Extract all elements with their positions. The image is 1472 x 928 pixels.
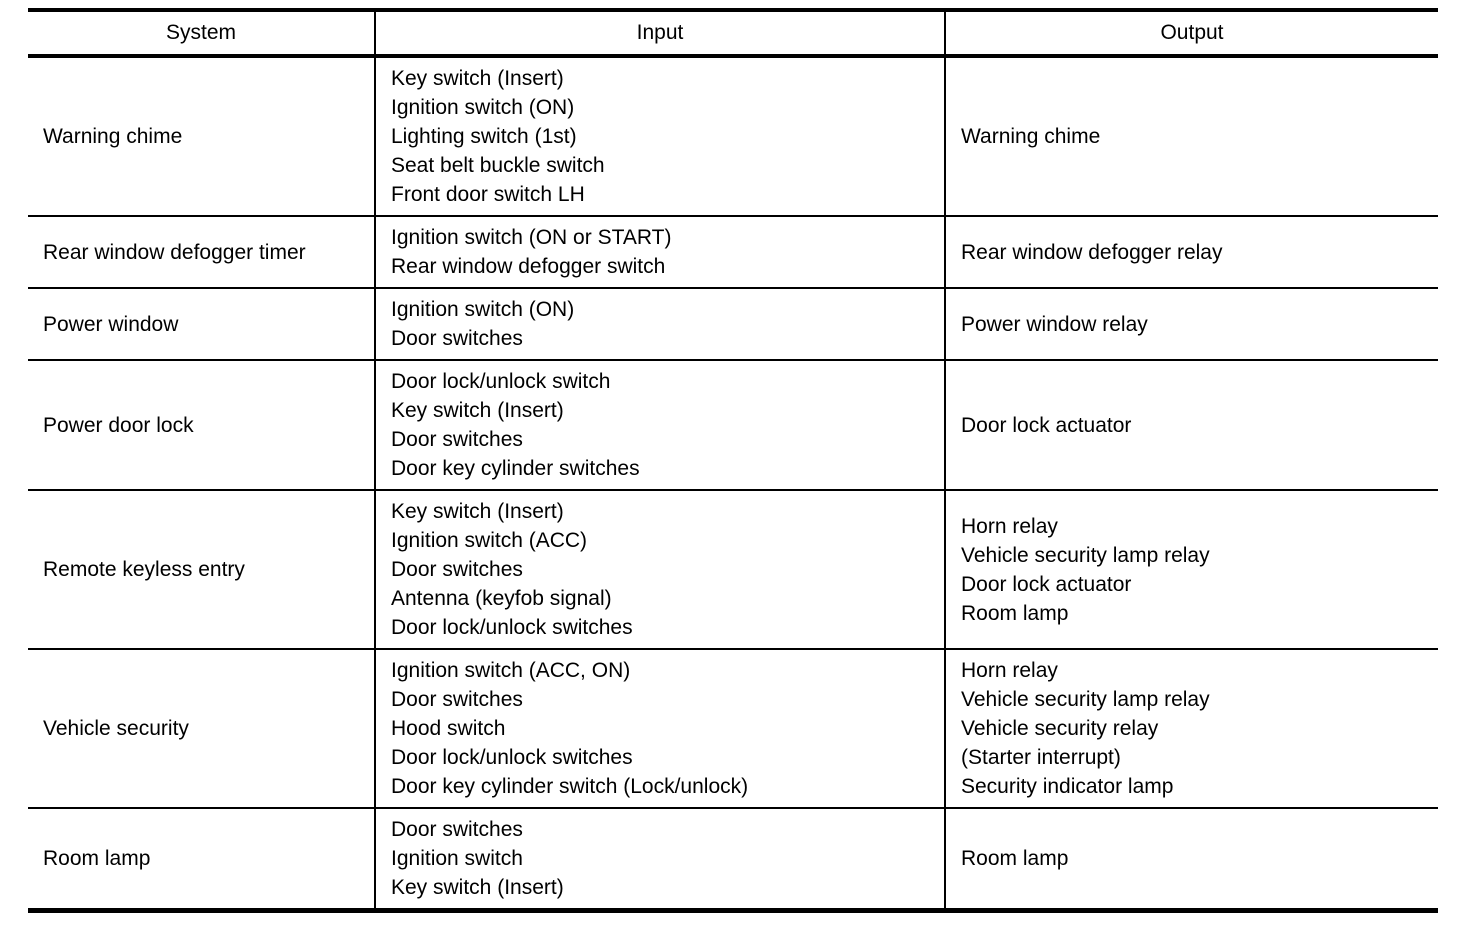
- input-line: Door key cylinder switch (Lock/unlock): [391, 775, 749, 798]
- output-cell: Rear window defogger relay: [944, 216, 1438, 289]
- input-line: Key switch (Insert): [391, 67, 564, 90]
- system-input-output-table: System Input Output Warning chime Key sw…: [28, 8, 1438, 913]
- output-line: Door lock actuator: [961, 572, 1132, 596]
- input-line: Door lock/unlock switch: [391, 370, 611, 393]
- input-line: Ignition switch (ON): [391, 96, 575, 119]
- output-line: Security indicator lamp: [961, 775, 1174, 798]
- table-body: Warning chime Key switch (Insert) Ignitio…: [28, 56, 1438, 913]
- input-line: Key switch (Insert): [391, 399, 564, 422]
- input-line: Lighting switch (1st): [391, 125, 577, 148]
- input-line: Door switches: [391, 428, 523, 451]
- input-line: Seat belt buckle switch: [391, 154, 605, 177]
- output-line: Door lock actuator: [961, 413, 1132, 437]
- input-line: Door lock/unlock switches: [391, 616, 633, 639]
- input-line: Ignition switch (ACC): [391, 529, 588, 552]
- output-line: Warning chime: [961, 125, 1101, 148]
- system-cell: Remote keyless entry: [28, 490, 375, 650]
- system-cell: Vehicle security: [28, 649, 375, 809]
- output-line: Vehicle security lamp relay: [961, 688, 1210, 711]
- output-line: Vehicle security lamp relay: [961, 543, 1210, 567]
- input-cell: Ignition switch (ON or START) Rear window…: [374, 216, 945, 289]
- input-cell: Key switch (Insert) Ignition switch (ON) L…: [374, 56, 945, 217]
- input-line: Key switch (Insert): [391, 500, 564, 523]
- input-line: Door key cylinder switches: [391, 457, 640, 480]
- table-row: Warning chime Key switch (Insert) Ignitio…: [28, 56, 1438, 217]
- input-line: Rear window defogger switch: [391, 255, 666, 278]
- input-line: Hood switch: [391, 717, 506, 740]
- output-line: Vehicle security relay: [961, 717, 1159, 740]
- input-line: Key switch (Insert): [391, 876, 564, 899]
- output-line: Horn relay: [961, 514, 1058, 538]
- table-row: Rear window defogger timer Ignition swit…: [28, 216, 1438, 289]
- input-line: Door switches: [391, 558, 523, 581]
- header-row: System Input Output: [28, 8, 1438, 58]
- system-cell: Room lamp: [28, 808, 375, 913]
- input-line: Ignition switch: [391, 847, 523, 870]
- header-input: Input: [374, 8, 945, 58]
- table-row: Remote keyless entry Key switch (Insert)…: [28, 490, 1438, 650]
- system-cell: Rear window defogger timer: [28, 216, 375, 289]
- input-line: Ignition switch (ACC, ON): [391, 659, 631, 682]
- input-line: Door switches: [391, 688, 523, 711]
- input-line: Ignition switch (ON or START): [391, 226, 672, 249]
- output-cell: Power window relay: [944, 288, 1438, 361]
- header-system: System: [28, 8, 375, 58]
- system-cell: Power door lock: [28, 360, 375, 491]
- table-row: Vehicle security Ignition switch (ACC, O…: [28, 649, 1438, 809]
- input-line: Door switches: [391, 818, 523, 841]
- input-line: Door lock/unlock switches: [391, 746, 633, 769]
- output-line: Horn relay: [961, 659, 1058, 682]
- input-line: Front door switch LH: [391, 183, 585, 206]
- output-line: Room lamp: [961, 847, 1069, 870]
- output-cell: Warning chime: [944, 56, 1438, 217]
- document-page: System Input Output Warning chime Key sw…: [0, 8, 1472, 928]
- output-line: Power window relay: [961, 312, 1148, 336]
- input-line: Door switches: [391, 327, 523, 350]
- input-cell: Ignition switch (ON) Door switches: [374, 288, 945, 361]
- output-line: Rear window defogger relay: [961, 240, 1223, 264]
- table-row: Power window Ignition switch (ON) Door sw…: [28, 288, 1438, 361]
- output-cell: Door lock actuator: [944, 360, 1438, 491]
- input-line: Ignition switch (ON): [391, 298, 575, 321]
- input-cell: Key switch (Insert) Ignition switch (ACC)…: [374, 490, 945, 650]
- system-cell: Warning chime: [28, 56, 375, 217]
- input-line: Antenna (keyfob signal): [391, 587, 612, 610]
- output-cell: Room lamp: [944, 808, 1438, 913]
- output-line: Room lamp: [961, 601, 1069, 625]
- system-cell: Power window: [28, 288, 375, 361]
- output-line: (Starter interrupt): [961, 746, 1121, 769]
- header-output: Output: [944, 8, 1438, 58]
